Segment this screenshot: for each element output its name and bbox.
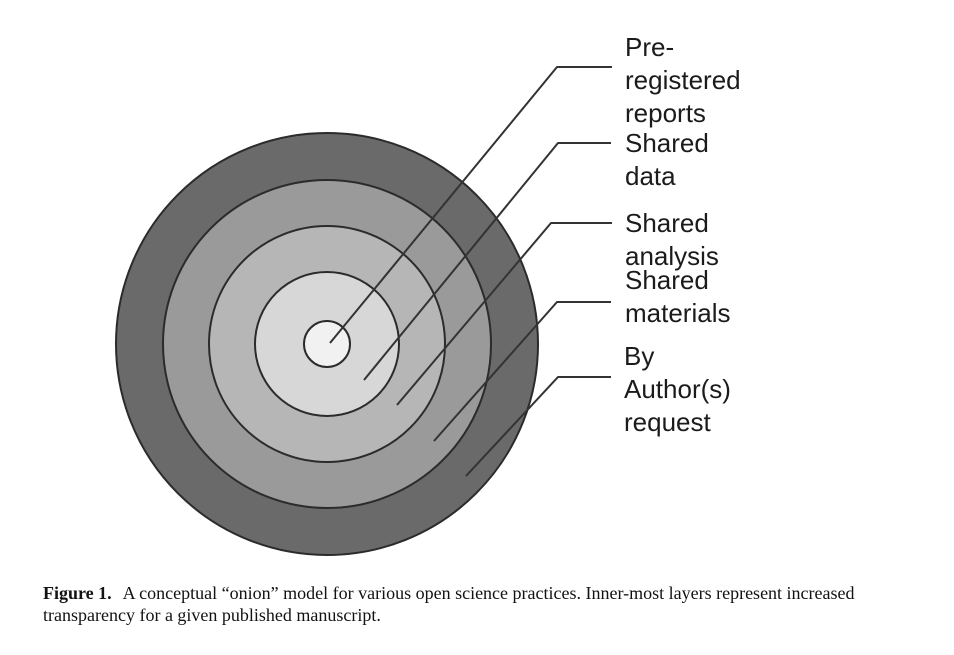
figure-caption-line2: transparency for a given published manus… [43,605,381,625]
leader-line [396,222,612,406]
label-pre-registered-reports: Pre-registered reports [625,32,741,128]
label-shared-analysis: Shared analysis [625,208,719,271]
figure-caption-line1: A conceptual “onion” model for various o… [122,583,855,603]
leader-line [465,376,611,477]
figure-caption-number: Figure 1. [43,583,112,603]
leader-line [433,301,611,442]
onion-diagram [115,66,612,556]
label-shared-data: Shared data [625,128,709,191]
label-by-authors-request: By Author(s) request [624,341,731,437]
figure-caption: Figure 1. A conceptual “onion” model for … [43,582,923,626]
leader-line [363,142,611,381]
leader-line [329,66,612,344]
label-shared-materials: Shared materials [625,265,731,328]
